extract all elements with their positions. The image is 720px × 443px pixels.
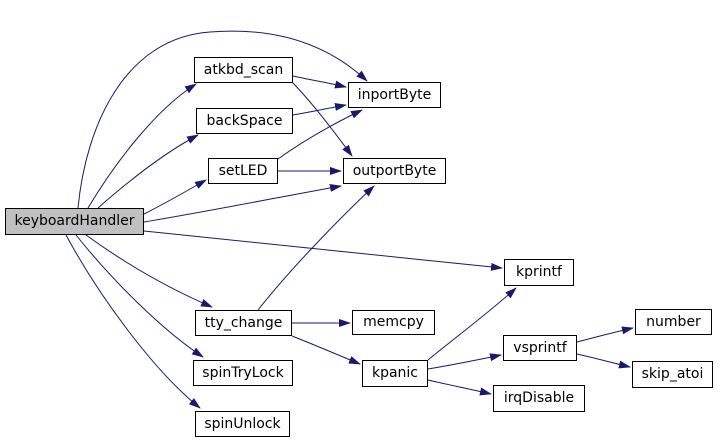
edge-keyboardHandler-to-tty_change	[85, 234, 213, 308]
edge-backSpace-to-inportByte	[292, 102, 347, 116]
node-label: kprintf	[516, 264, 562, 280]
edge-keyboardHandler-to-backSpace	[97, 134, 199, 209]
node-label: spinUnlock	[204, 415, 281, 432]
node-kprintf[interactable]: kprintf	[504, 259, 574, 286]
node-atkbd_scan[interactable]: atkbd_scan	[194, 57, 293, 83]
node-keyboardHandler: keyboardHandler	[5, 208, 144, 235]
node-label: backSpace	[206, 112, 283, 129]
node-label: atkbd_scan	[203, 61, 284, 78]
node-number[interactable]: number	[635, 309, 712, 335]
edge-keyboardHandler-to-kprintf	[143, 230, 503, 271]
edge-atkbd_scan-to-outportByte	[292, 82, 353, 157]
node-label: irqDisable	[503, 390, 575, 406]
edge-kpanic-to-irqDisable	[427, 379, 492, 396]
node-spinTryLock[interactable]: spinTryLock	[193, 360, 293, 386]
edge-vsprintf-to-skip_atoi	[576, 353, 631, 369]
node-irqDisable[interactable]: irqDisable	[493, 385, 585, 412]
edge-keyboardHandler-to-setLED	[143, 179, 207, 215]
node-kpanic[interactable]: kpanic	[362, 360, 428, 387]
edge-setLED-to-inportByte	[277, 109, 363, 160]
node-label: vsprintf	[513, 339, 567, 356]
edge-atkbd_scan-to-inportByte	[292, 75, 347, 89]
node-label: memcpy	[363, 314, 424, 330]
edge-kpanic-to-vsprintf	[427, 353, 502, 370]
node-label: setLED	[218, 162, 268, 179]
node-setLED[interactable]: setLED	[208, 158, 278, 184]
node-skip_atoi[interactable]: skip_atoi	[632, 361, 713, 388]
node-backSpace[interactable]: backSpace	[196, 108, 293, 134]
node-memcpy[interactable]: memcpy	[352, 310, 435, 335]
edge-tty_change-to-outportByte	[257, 185, 375, 311]
node-spinUnlock[interactable]: spinUnlock	[195, 411, 290, 437]
node-label: tty_change	[204, 314, 283, 331]
edge-keyboardHandler-to-spinUnlock	[65, 234, 201, 409]
edge-vsprintf-to-number	[576, 326, 634, 343]
node-label: spinTryLock	[202, 364, 284, 381]
node-label: number	[646, 313, 701, 330]
node-label: skip_atoi	[641, 366, 704, 382]
node-outportByte[interactable]: outportByte	[343, 158, 446, 184]
edge-keyboardHandler-to-outportByte	[143, 184, 342, 223]
node-tty_change[interactable]: tty_change	[195, 310, 292, 336]
edge-keyboardHandler-to-spinTryLock	[75, 234, 204, 358]
edge-keyboardHandler-to-atkbd_scan	[87, 83, 197, 209]
node-vsprintf[interactable]: vsprintf	[503, 335, 577, 361]
edge-kpanic-to-kprintf	[427, 287, 517, 361]
node-inportByte[interactable]: inportByte	[348, 82, 441, 108]
edge-keyboardHandler-to-inportByte	[77, 30, 368, 209]
node-label: inportByte	[357, 86, 432, 103]
node-label: kpanic	[371, 365, 419, 381]
edge-tty_change-to-kpanic	[291, 335, 361, 365]
node-label: keyboardHandler	[14, 213, 135, 229]
node-label: outportByte	[352, 162, 437, 179]
